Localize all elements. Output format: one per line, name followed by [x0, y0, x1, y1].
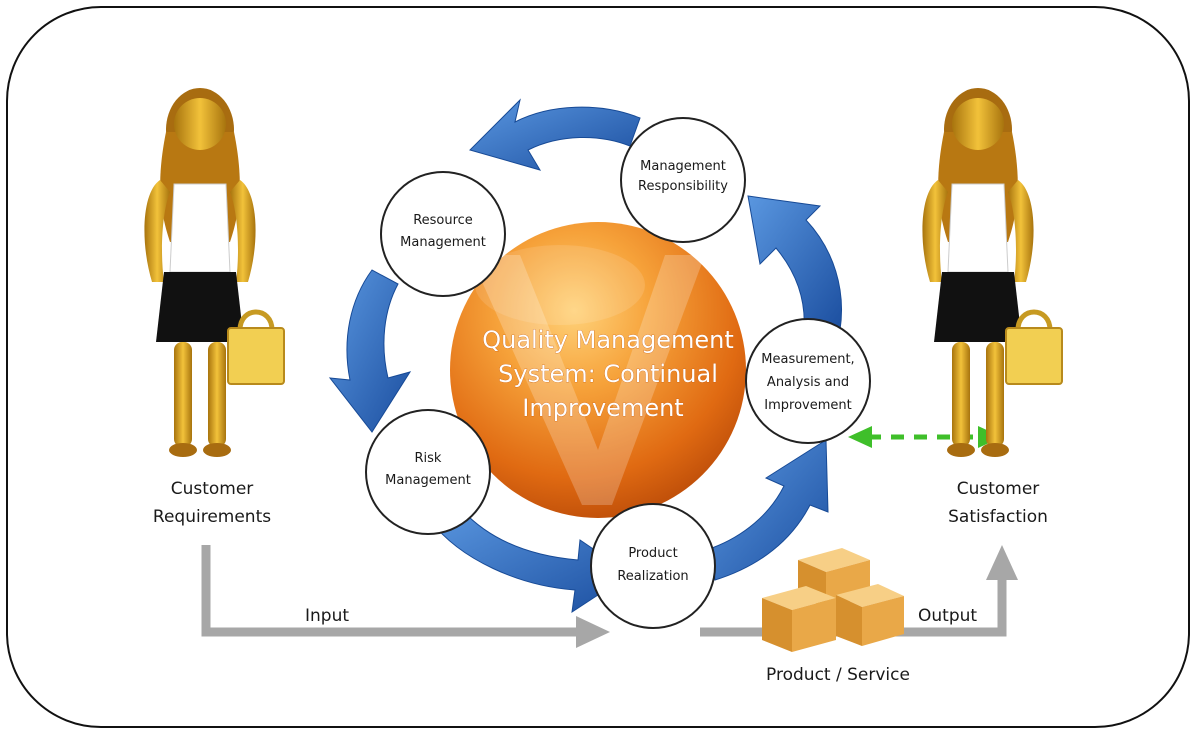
- node-resource-management: Resource Management: [380, 171, 506, 297]
- core-title-line-3: Improvement: [522, 394, 683, 422]
- node-management-responsibility: Management Responsibility: [620, 117, 746, 243]
- node-risk-management: Risk Management: [365, 409, 491, 535]
- node-label-line: Realization: [617, 569, 688, 584]
- customer-figure-left: [144, 88, 285, 457]
- node-measurement-analysis-improvement: Measurement, Analysis and Improvement: [745, 318, 871, 444]
- customer-figure-right: [922, 88, 1063, 457]
- core-title: Quality Management System: Continual Imp…: [482, 326, 734, 423]
- node-label-line: Measurement,: [761, 352, 854, 367]
- node-label-line: Product: [628, 546, 677, 561]
- node-label-line: Analysis and: [767, 375, 849, 390]
- node-product-realization: Product Realization: [590, 503, 716, 629]
- core-title-line-2: System: Continual: [498, 360, 718, 388]
- left-customer-label-line-1: Customer: [171, 479, 254, 499]
- product-boxes-icon: [762, 548, 904, 652]
- product-service-label: Product / Service: [766, 665, 910, 685]
- right-customer-label: Customer Satisfaction: [948, 479, 1048, 527]
- input-flow-line: [201, 545, 610, 648]
- right-customer-label-line-2: Satisfaction: [948, 507, 1048, 527]
- node-label-line: Management: [385, 473, 471, 488]
- satisfaction-feedback-arrow: [848, 426, 1002, 448]
- right-customer-label-line-1: Customer: [957, 479, 1040, 499]
- node-label-line: Responsibility: [638, 179, 728, 194]
- core-title-line-1: Quality Management: [482, 326, 733, 354]
- node-label-line: Improvement: [764, 398, 851, 413]
- left-customer-label-line-2: Requirements: [153, 507, 271, 527]
- core-sphere: [450, 222, 746, 518]
- node-label-line: Risk: [415, 451, 442, 466]
- input-label: Input: [305, 606, 349, 626]
- node-label-line: Resource: [413, 213, 473, 228]
- node-label-line: Management: [400, 235, 486, 250]
- node-label-line: Management: [640, 159, 726, 174]
- cycle-arrows: [328, 98, 843, 614]
- left-customer-label: Customer Requirements: [153, 479, 271, 527]
- output-label: Output: [918, 606, 977, 626]
